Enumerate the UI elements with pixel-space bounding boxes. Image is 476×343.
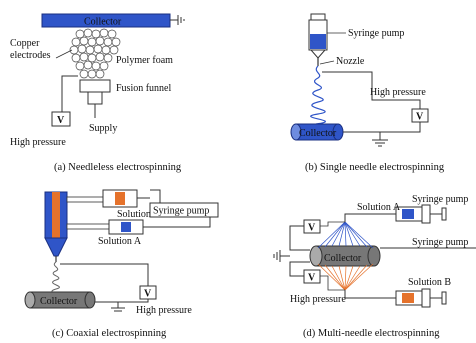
panel-coaxial: Solution B Solution A Syringe pump Colle…	[24, 189, 219, 339]
solution-b-label-c: Solution B	[117, 209, 160, 220]
panel-single-needle: Syringe pump Nozzle Collector V High pre…	[290, 13, 445, 173]
syringe-plunger	[310, 13, 326, 21]
collector-label-c: Collector	[40, 296, 78, 307]
high-pressure-label-a: High pressure	[10, 137, 66, 148]
caption-c: (c) Coaxial electrospinning	[52, 328, 167, 339]
syringe-pump-label-d-top: Syringe pump	[412, 194, 468, 205]
collector-label-b: Collector	[299, 128, 337, 139]
syringe-pump-label-c: Syringe pump	[153, 206, 209, 217]
voltage-source-a	[51, 111, 71, 127]
voltage-label-b: V	[416, 112, 424, 123]
voltage-label-a: V	[57, 115, 65, 126]
panel-needleless: Collector Polymer foam Fusion funnel Sup…	[10, 13, 185, 173]
copper-electrodes-label-line1: Copper	[10, 38, 40, 49]
syringe-pump-label-b: Syringe pump	[348, 28, 404, 39]
fusion-funnel-label: Fusion funnel	[116, 83, 172, 94]
collector-label: Collector	[84, 17, 122, 28]
voltage-label-d-bottom: V	[308, 273, 316, 284]
fiber-jet	[310, 65, 326, 125]
syringe-pump-box-c	[149, 202, 219, 218]
coaxial-needle-inner	[52, 192, 60, 242]
solution-a-label-d: Solution A	[357, 202, 401, 213]
collector-label-d: Collector	[324, 253, 362, 264]
caption-d: (d) Multi-needle electrospinning	[303, 328, 440, 339]
syringe-solution	[310, 34, 326, 49]
fiber-fan-top	[317, 221, 374, 249]
panel-multi-needle: Collector Solution A Syringe pump Syring	[273, 194, 476, 339]
high-pressure-label-c: High pressure	[136, 305, 192, 316]
supply-label: Supply	[89, 123, 117, 134]
polymer-foam-label: Polymer foam	[116, 55, 173, 66]
copper-electrodes-label-line2: electrodes	[10, 50, 51, 61]
solution-a-label-c: Solution A	[98, 236, 142, 247]
solution-b-label-d: Solution B	[408, 277, 451, 288]
high-pressure-label-b: High pressure	[370, 87, 426, 98]
polymer-foam-icon	[69, 28, 121, 79]
funnel-stem	[87, 91, 103, 105]
funnel-top	[79, 79, 111, 93]
syringe-pump-label-d-mid: Syringe pump	[412, 237, 468, 248]
caption-a: (a) Needleless electrospinning	[54, 162, 182, 173]
voltage-label-c: V	[144, 289, 152, 300]
voltage-label-d-top: V	[308, 223, 316, 234]
caption-b: (b) Single needle electrospinning	[305, 162, 445, 173]
high-pressure-label-d: High pressure	[290, 294, 346, 305]
fiber-fan-bottom	[317, 263, 374, 291]
nozzle-label: Nozzle	[336, 56, 365, 67]
